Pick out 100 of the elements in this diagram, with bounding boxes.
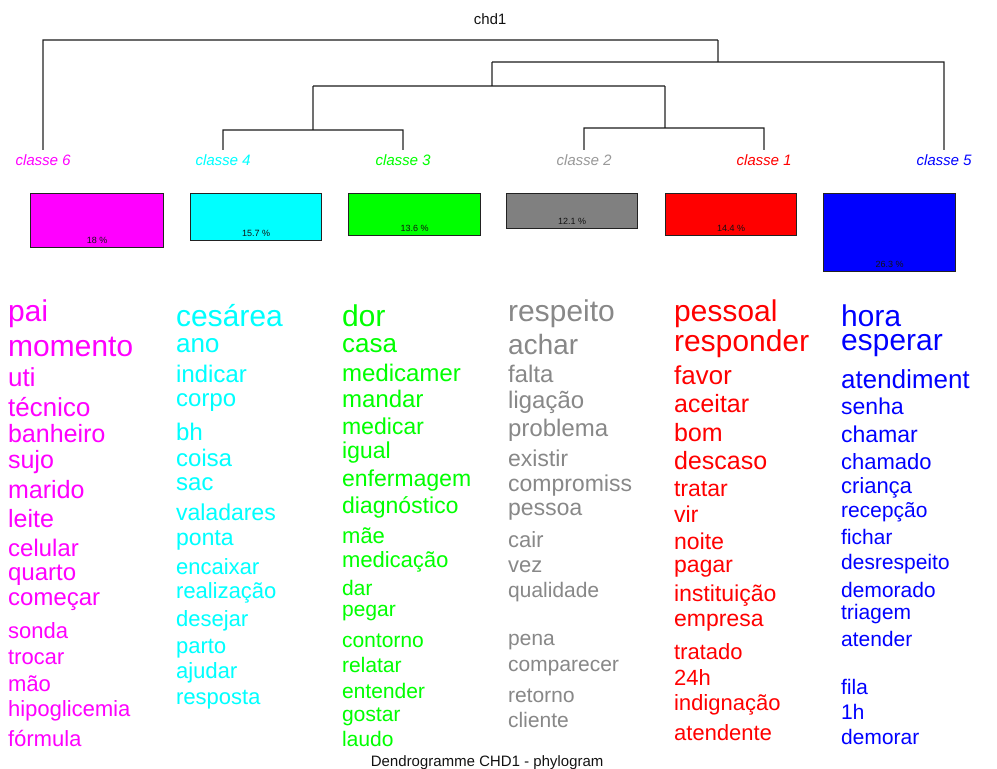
class-label: classe 5 [916,152,972,168]
word-label: 1h [841,702,864,724]
word-label: ajudar [176,660,238,682]
word-label: vir [674,503,698,526]
word-label: cair [508,528,544,551]
percentage-label: 13.6 % [399,224,430,233]
word-label: realização [176,580,276,602]
word-label: descaso [674,449,768,474]
word-label: pessoa [508,496,582,520]
word-label: resposta [176,686,260,708]
class-label: classe 3 [375,152,431,168]
percentage-label: 12.1 % [556,217,588,226]
word-label: vez [508,554,542,576]
word-label: demorar [841,727,920,748]
word-label: casa [342,330,397,356]
word-label: senha [841,395,904,418]
word-label: indignação [674,692,780,714]
word-label: empresa [674,607,764,630]
word-label: medicamer [342,362,461,386]
word-label: responder [674,326,810,356]
percentage-bar [30,193,164,248]
word-label: sonda [8,620,68,642]
word-label: existir [508,447,568,470]
word-label: começar [8,586,100,610]
word-label: corpo [176,386,236,411]
word-label: dar [342,578,372,600]
class-label: classe 1 [736,152,792,168]
word-label: enfermagem [342,467,472,490]
word-label: sac [176,470,214,495]
word-label: laudo [342,729,394,750]
word-label: tratar [674,477,728,500]
percentage-bar [665,193,797,236]
word-label: momento [8,332,134,362]
word-label: fórmula [8,728,82,750]
word-label: hipoglicemia [8,698,130,720]
word-label: indicar [176,362,247,387]
percentage-label: 14.4 % [716,224,746,233]
word-label: trocar [8,646,64,668]
word-label: desejar [176,608,248,630]
word-label: bh [176,420,203,445]
word-label: pagar [674,553,733,576]
word-label: sujo [8,448,54,474]
word-label: falta [508,362,554,387]
word-label: cesárea [176,302,283,332]
word-label: fichar [841,527,892,548]
word-label: valadares [176,501,276,524]
word-label: pessoal [674,296,778,326]
dendrogram-title: chd1 [474,12,506,27]
word-label: medicação [342,548,448,571]
word-label: fila [841,677,868,698]
percentage-bar [506,193,638,229]
word-label: achar [508,330,578,359]
word-label: cliente [508,710,569,732]
percentage-label: 18 % [86,236,108,245]
word-label: técnico [8,394,90,420]
word-label: celular [8,536,79,561]
word-label: atendente [674,722,772,744]
word-label: favor [674,362,732,388]
percentage-label: 26.3 % [874,260,905,269]
word-label: triagem [841,602,912,624]
percentage-bar [823,193,956,272]
word-label: comparecer [508,654,619,676]
word-label: banheiro [8,422,106,448]
word-label: pena [508,628,555,650]
word-label: criança [841,474,912,497]
word-label: bom [674,421,723,446]
word-label: atender [841,629,912,650]
percentage-label: 15.7 % [240,229,272,238]
word-label: ano [176,330,220,356]
class-label: classe 4 [195,152,251,168]
word-label: noite [674,530,724,554]
word-label: relatar [342,655,402,676]
word-label: mãe [342,524,385,547]
word-label: medicar [342,415,424,438]
word-label: chamado [841,450,932,473]
word-label: ligação [508,388,584,413]
percentage-bar [190,193,322,241]
word-label: gostar [342,704,400,726]
word-label: problema [508,416,608,441]
word-label: leite [8,507,54,532]
word-label: uti [8,364,36,390]
percentage-bar [348,193,481,236]
word-label: mandar [342,388,424,412]
word-label: encaixar [176,556,260,578]
word-label: ponta [176,526,234,550]
word-label: aceitar [674,392,750,418]
word-label: compromiss [508,472,632,496]
word-label: qualidade [508,580,600,602]
word-label: dor [342,302,386,332]
class-label: classe 6 [15,152,71,168]
class-label: classe 2 [556,152,612,168]
word-label: contorno [342,630,424,652]
word-label: instituição [674,582,776,606]
word-label: marido [8,478,84,504]
word-label: demorado [841,580,936,602]
word-label: tratado [674,640,742,663]
word-label: entender [342,681,425,702]
word-label: parto [176,634,226,657]
word-label: igual [342,439,391,462]
word-label: diagnóstico [342,494,458,518]
